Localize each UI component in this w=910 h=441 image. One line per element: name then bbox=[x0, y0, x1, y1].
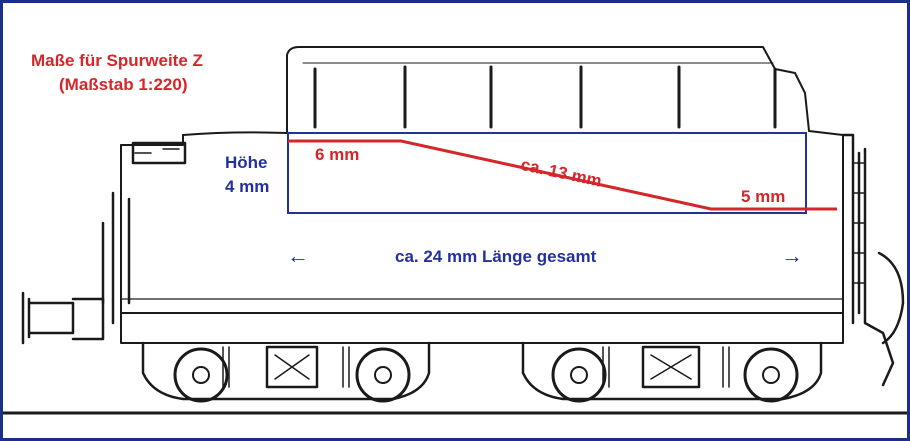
underframe bbox=[120, 312, 844, 344]
height-label-line-1: Höhe bbox=[225, 153, 268, 172]
left-height-label: 6 mm bbox=[315, 145, 360, 164]
title-line-1: Maße für Spurweite Z bbox=[31, 51, 203, 70]
tender-drawing bbox=[3, 46, 907, 415]
wheel-4 bbox=[743, 347, 799, 403]
tool-box-detail bbox=[134, 148, 180, 154]
dimension-box bbox=[287, 132, 807, 214]
bogie-center-details bbox=[274, 354, 692, 380]
right-end-pipes bbox=[841, 133, 895, 387]
tender-top-edge bbox=[120, 134, 184, 146]
slope-line bbox=[288, 139, 837, 211]
bogie-left-frame bbox=[141, 341, 431, 401]
bogie-right-center bbox=[641, 345, 701, 389]
bunker-curve bbox=[182, 131, 288, 136]
bogie-springs bbox=[222, 346, 730, 388]
height-label-line-2: 4 mm bbox=[225, 177, 270, 196]
coal-bunker bbox=[286, 46, 810, 134]
left-arrow: ← bbox=[287, 243, 309, 268]
wheel-3 bbox=[551, 347, 607, 403]
tool-box bbox=[131, 141, 187, 165]
bunker-rails bbox=[313, 65, 777, 129]
title-line-2: (Maßstab 1:220) bbox=[59, 75, 188, 94]
bogie-left-center bbox=[265, 345, 319, 389]
right-height-label: 5 mm bbox=[741, 187, 786, 206]
buffer bbox=[21, 291, 105, 345]
bogie-right-frame bbox=[521, 341, 823, 401]
left-ladder bbox=[101, 191, 131, 325]
wheel-1 bbox=[173, 347, 229, 403]
right-arrow: → bbox=[781, 243, 803, 268]
rear-dome bbox=[877, 251, 905, 345]
wheel-2 bbox=[355, 347, 411, 403]
right-end-rungs bbox=[852, 162, 866, 284]
length-label: ca. 24 mm Länge gesamt bbox=[395, 247, 597, 266]
